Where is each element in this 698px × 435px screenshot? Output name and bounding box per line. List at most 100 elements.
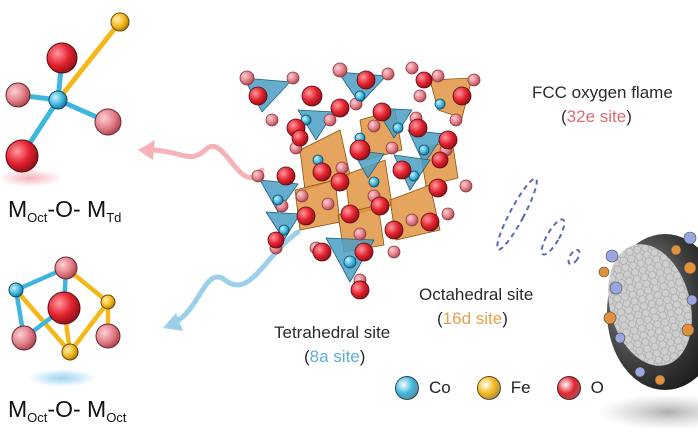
oxygen-atom <box>312 242 332 262</box>
surface-atom <box>686 294 698 306</box>
flame-ellipse <box>496 177 538 251</box>
oxygen-atom <box>267 231 285 249</box>
oxygen-atom <box>94 108 122 136</box>
co-atom <box>434 98 446 110</box>
legend-label: Co <box>429 378 451 397</box>
oxygen-atom <box>248 86 268 106</box>
particle-shadow <box>598 394 698 430</box>
arrow-to-tetrahedral-model <box>138 140 265 181</box>
surface-atom <box>609 281 623 295</box>
oxygen-atom <box>286 71 300 85</box>
oxygen-atoms-back <box>239 61 481 287</box>
tetrahedral-label: Tetrahedral site <box>274 323 391 342</box>
legend-item-fe: Fe <box>476 376 531 400</box>
legend-label: O <box>590 378 604 397</box>
oxygen-atom <box>251 169 265 183</box>
oxygen-atom <box>335 161 349 175</box>
oxygen-atom <box>441 207 455 221</box>
formula-oct-td: MOct-O- MTd <box>8 196 122 225</box>
surface-atom <box>603 311 617 325</box>
carbon-nanoparticle <box>598 231 698 430</box>
oxygen-atom <box>95 323 121 349</box>
oxygen-atom <box>323 113 337 127</box>
oxygen-atom <box>387 245 401 259</box>
spinel-crystal-structure <box>239 61 481 300</box>
oxygen-atom <box>330 98 350 118</box>
surface-atom <box>681 323 695 337</box>
arrow-to-octahedral-model <box>163 229 301 331</box>
oxygen-atom <box>420 212 440 232</box>
co-atom <box>278 224 290 236</box>
oxygen-atom <box>413 89 427 103</box>
oxygen-atom <box>291 129 309 147</box>
oxygen-atom <box>428 178 448 198</box>
surface-atom <box>683 231 697 245</box>
oxygen-atom <box>321 197 335 211</box>
fe-atom-icon <box>476 376 501 400</box>
oxygen-atom <box>452 86 472 106</box>
surface-atom <box>634 366 646 378</box>
co-atom <box>272 194 284 206</box>
flame-ellipse <box>540 218 566 256</box>
oxygen-atom <box>459 179 473 193</box>
co-atom-icon <box>395 376 419 400</box>
surface-atom <box>605 249 619 263</box>
oxygen-atom <box>54 256 78 280</box>
oxygen-atom <box>350 280 370 300</box>
co-atom <box>418 144 430 156</box>
model-glow <box>0 169 62 187</box>
oxygen-atoms-front <box>248 70 472 300</box>
co-atom <box>48 90 68 110</box>
oxygen-atom <box>295 189 309 203</box>
oxygen-atom <box>11 325 37 351</box>
oxygen-atom <box>354 242 374 262</box>
oxygen-atom <box>330 172 350 192</box>
surface-atom <box>614 332 626 344</box>
legend-item-o: O <box>556 376 604 400</box>
co-atom <box>354 90 366 102</box>
surface-atoms <box>598 231 698 386</box>
oxygen-atom <box>301 85 323 107</box>
surface-atom <box>683 261 697 275</box>
octahedral-site-label: (16d site) <box>437 309 508 328</box>
oxygen-atom <box>356 70 376 90</box>
oxygen-atom <box>467 73 481 87</box>
oxygen-atom <box>349 139 371 161</box>
oxygen-flame-dashes <box>496 177 581 266</box>
co-atom <box>8 282 24 298</box>
oxygen-atom <box>340 204 360 224</box>
oxygen-atom <box>438 130 458 150</box>
oxygen-atom <box>296 206 316 226</box>
model-glow <box>28 369 96 387</box>
surface-atom <box>670 244 682 256</box>
co-atom <box>343 255 357 269</box>
co-atom <box>368 176 380 188</box>
flame-ellipse <box>567 248 581 266</box>
formula-oct-oct: MOct-O- MOct <box>8 396 127 425</box>
oxygen-atom <box>5 82 31 108</box>
fe-atom <box>110 12 130 32</box>
oxygen-atom <box>415 71 433 89</box>
octahedral-bond-model <box>8 256 121 387</box>
element-legend: Co Fe O <box>395 376 604 400</box>
octahedral-label: Octahedral site <box>419 285 534 304</box>
oxygen-atom <box>431 151 449 169</box>
fcc-label: FCC oxygen flame <box>532 83 673 102</box>
co-atom <box>392 122 404 134</box>
o-atom-icon <box>556 376 581 400</box>
oxygen-atom <box>384 220 404 240</box>
surface-atom <box>598 266 610 278</box>
oxygen-atom <box>405 213 419 227</box>
legend-label: Fe <box>510 378 531 397</box>
fe-atom <box>100 294 116 310</box>
graphene-lattice <box>608 244 692 366</box>
oxygen-atom <box>5 139 39 173</box>
fe-atom <box>61 343 79 361</box>
oxygen-atom <box>381 67 395 81</box>
oxygen-atom <box>405 61 419 75</box>
oxygen-atom <box>47 291 81 325</box>
fcc-site-label: (32e site) <box>561 107 632 126</box>
legend-item-co: Co <box>395 376 451 400</box>
tetrahedral-site-label: (8a site) <box>304 347 366 366</box>
